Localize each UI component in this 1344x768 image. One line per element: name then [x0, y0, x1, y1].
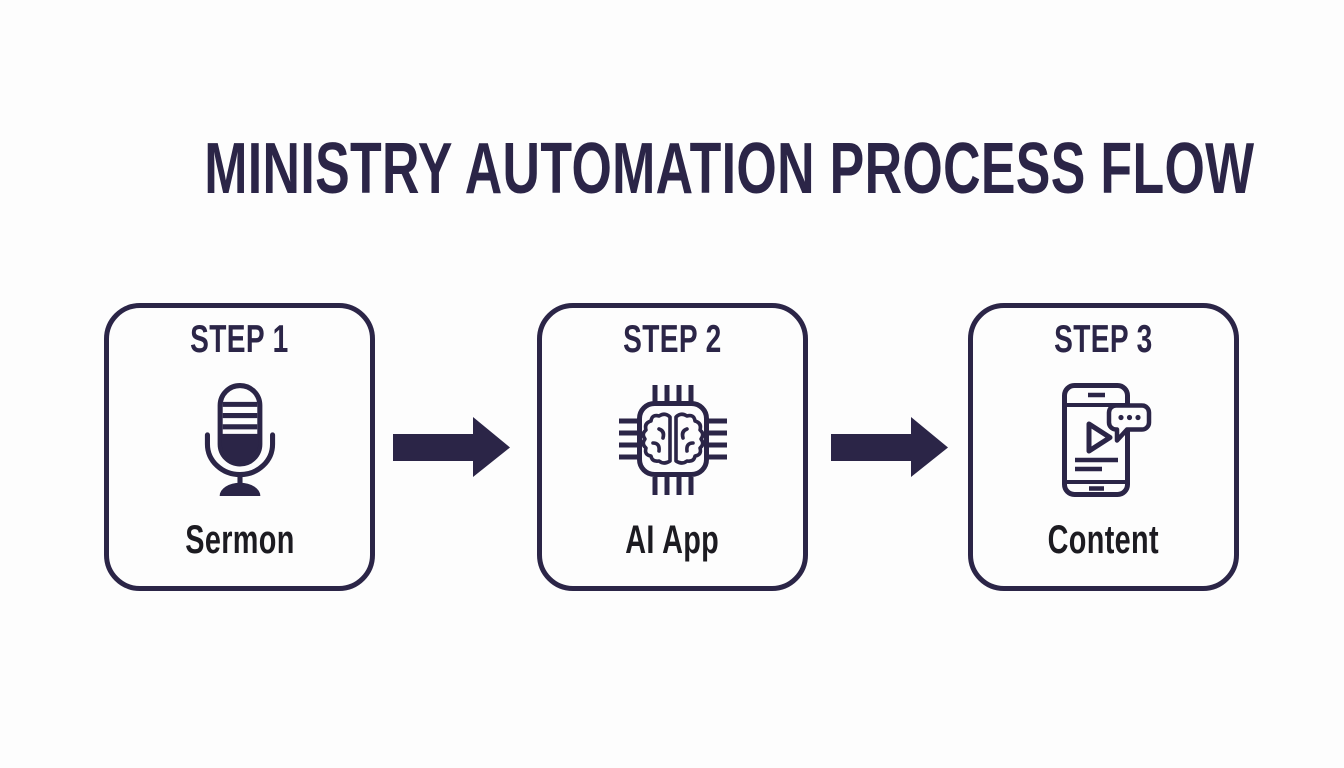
step-3-heading: STEP 3: [1035, 320, 1172, 359]
step-2-label-text: AI App: [625, 518, 720, 562]
step-2-label: AI App: [607, 520, 737, 560]
flow-arrow-icon: [831, 417, 948, 477]
step-1-label: Sermon: [164, 520, 316, 560]
ai-chip-brain-icon: [614, 374, 732, 506]
step-3-heading-text: STEP 3: [1054, 318, 1153, 361]
step-1-heading: STEP 1: [171, 320, 308, 359]
microphone-icon: [194, 374, 286, 506]
step-3-label-text: Content: [1047, 518, 1160, 562]
step-2-heading: STEP 2: [604, 320, 741, 359]
step-1-heading-text: STEP 1: [190, 318, 289, 361]
step-3-label: Content: [1026, 520, 1181, 560]
step-card-sermon: STEP 1 Sermon: [104, 303, 375, 591]
step-2-heading-text: STEP 2: [623, 318, 722, 361]
page-title-text: MINISTRY AUTOMATION PROCESS FLOW: [204, 129, 1255, 209]
step-card-content: STEP 3: [968, 303, 1239, 591]
step-1-label-text: Sermon: [184, 518, 295, 562]
flow-arrow-icon: [393, 417, 510, 477]
step-card-ai-app: STEP 2: [537, 303, 808, 591]
smartphone-content-icon: [1051, 374, 1157, 506]
page-title: MINISTRY AUTOMATION PROCESS FLOW: [0, 133, 1300, 205]
